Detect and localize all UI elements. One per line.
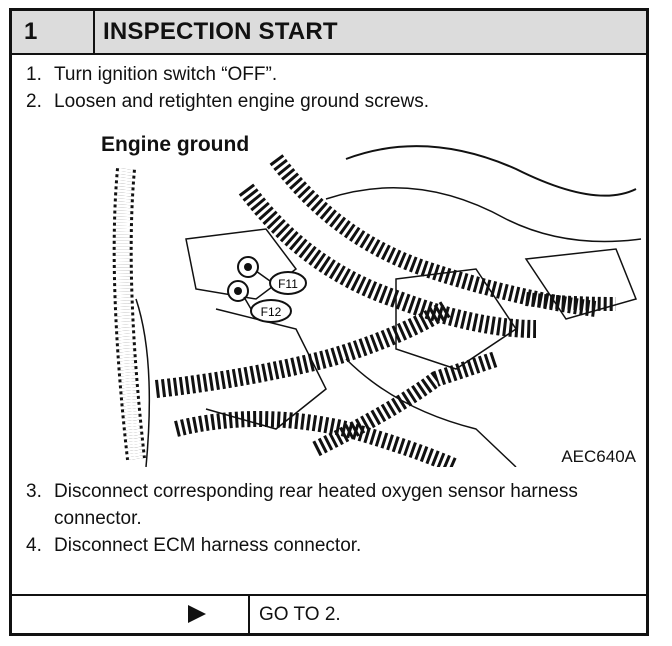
step-number: 1 xyxy=(12,11,95,53)
instruction-item: 3. Disconnect corresponding rear heated … xyxy=(26,478,626,532)
step-footer: GO TO 2. xyxy=(12,594,646,633)
figure-code: AEC640A xyxy=(559,447,638,467)
step-title: INSPECTION START xyxy=(103,18,338,45)
result-arrow-cell xyxy=(12,596,250,633)
instruction-text: Disconnect ECM harness connector. xyxy=(54,535,362,556)
instruction-item: 1. Turn ignition switch “OFF”. xyxy=(26,61,626,88)
instruction-item: 2. Loosen and retighten engine ground sc… xyxy=(26,88,626,115)
instruction-text: Turn ignition switch “OFF”. xyxy=(54,64,278,85)
instruction-list-bottom: 3. Disconnect corresponding rear heated … xyxy=(26,478,626,559)
callout-f11: F11 xyxy=(278,277,298,291)
instruction-number: 3. xyxy=(26,481,42,502)
instruction-number: 2. xyxy=(26,91,42,112)
instruction-number: 1. xyxy=(26,64,42,85)
instruction-item: 4. Disconnect ECM harness connector. xyxy=(26,532,626,559)
instruction-number: 4. xyxy=(26,535,42,556)
inspection-step-box: 1 INSPECTION START 1. Turn ignition swit… xyxy=(9,8,649,636)
goto-next-step-link[interactable]: GO TO 2. xyxy=(259,604,341,625)
figure-label: Engine ground xyxy=(99,133,252,157)
engine-illustration-drawing: F11 F12 xyxy=(112,145,642,475)
instruction-list-top: 1. Turn ignition switch “OFF”. 2. Loosen… xyxy=(26,61,626,115)
instruction-text: Loosen and retighten engine ground screw… xyxy=(54,91,429,112)
callout-f12: F12 xyxy=(261,305,282,319)
instruction-text: Disconnect corresponding rear heated oxy… xyxy=(54,481,578,529)
engine-ground-illustration: F11 F12 Engine ground AEC640A xyxy=(96,129,644,475)
right-arrow-icon xyxy=(188,605,206,623)
step-header: 1 INSPECTION START xyxy=(12,11,646,55)
